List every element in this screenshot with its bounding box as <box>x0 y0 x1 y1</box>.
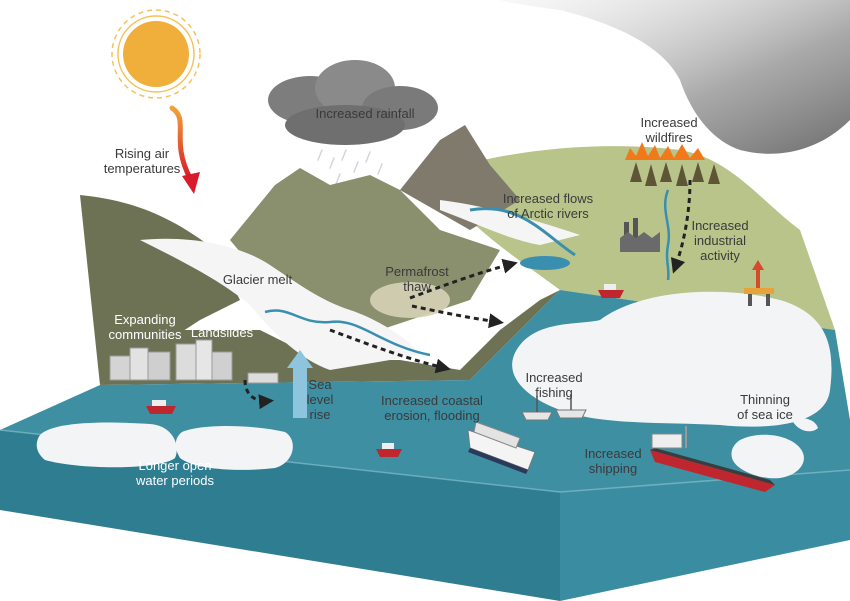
sea-ice-floe-middle <box>175 426 293 470</box>
fishing-trawlers <box>521 394 587 421</box>
rising-temperature-arrow <box>169 105 200 194</box>
arctic-river <box>469 207 576 257</box>
sea-ice-large-floe <box>512 291 832 427</box>
wildfire-icon <box>625 142 720 186</box>
glacier-melt-label: Glacier melt <box>222 272 293 287</box>
mountain-back-right <box>400 125 520 230</box>
landslides-label: Landslides <box>190 325 254 340</box>
increased-industrial-activity-label: Increased industrial activity <box>691 218 749 263</box>
increased-flows-arctic-rivers-label: Increased flows of Arctic rivers <box>502 191 594 221</box>
sea-level-rise-arrow <box>287 350 313 418</box>
factory-icon <box>620 218 660 252</box>
rain-cloud-icon <box>268 60 438 145</box>
arrow-glacier-erosion <box>329 328 451 374</box>
longer-open-water-periods-label: Longer open water periods <box>135 458 215 488</box>
fishing-boat-left <box>146 400 176 414</box>
arrow-permafrost-lake <box>409 258 518 300</box>
sea-level-rise-label: Sea level rise <box>306 377 334 422</box>
wildfire-river <box>663 189 671 281</box>
ocean-block-front <box>0 430 560 601</box>
thin-sea-ice-fragments <box>731 418 818 479</box>
increased-wildfires-label: Increased wildfires <box>640 115 698 145</box>
increased-rainfall-label: Increased rainfall <box>315 106 415 121</box>
increased-fishing-label: Increased fishing <box>525 370 583 400</box>
glacier-meltwater-river <box>264 309 431 357</box>
oil-platform-icon <box>744 260 774 306</box>
increased-shipping-label: Increased shipping <box>584 446 642 476</box>
sea-ice-floe-left <box>36 422 177 468</box>
ocean-block-side <box>560 470 850 601</box>
increased-coastal-erosion-flooding-label: Increased coastal erosion, flooding <box>381 393 483 423</box>
arrow-landslides <box>243 379 274 410</box>
rain-drops <box>317 149 383 191</box>
meltwater-lake <box>520 256 570 270</box>
cruise-ship-icon <box>467 421 536 474</box>
fishing-boat-river <box>598 284 624 298</box>
expanding-communities-label: Expanding communities <box>108 312 182 342</box>
permafrost-thaw-label: Permafrost thaw <box>385 264 449 294</box>
community-buildings <box>109 339 279 384</box>
thinning-of-sea-ice-label: Thinning of sea ice <box>737 392 793 422</box>
wildfire-smoke-plume <box>500 0 850 154</box>
sun-icon <box>111 9 201 99</box>
cargo-ship-icon <box>650 426 775 492</box>
rising-air-temperatures-label: Rising air temperatures <box>103 146 181 176</box>
fishing-boat-center <box>376 443 402 457</box>
